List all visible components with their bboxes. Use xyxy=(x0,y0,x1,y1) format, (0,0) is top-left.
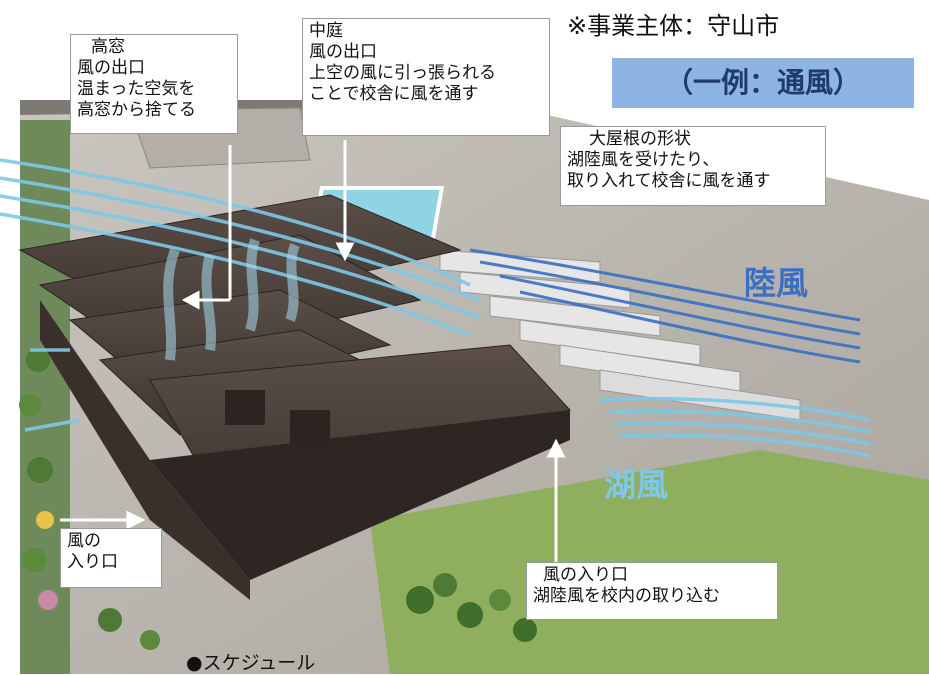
rising-air-plumes xyxy=(163,238,300,361)
pointer-arrows xyxy=(60,140,566,565)
callout-high-window: 高窓 風の出口 温まった空気を 高窓から捨てる xyxy=(70,34,238,134)
callout-inlet-left-line-2: 入り口 xyxy=(67,552,118,572)
schedule-heading: ●スケジュール xyxy=(186,652,316,674)
callout-high-window-line-1: 風の出口 xyxy=(77,58,145,78)
callout-courtyard-line-2: 上空の風に引っ張られる xyxy=(309,63,496,83)
lake-wind-label: 湖風 xyxy=(604,466,669,504)
callout-courtyard: 中庭 風の出口 上空の風に引っ張られる ことで校舎に風を通す xyxy=(302,18,550,136)
trees-left xyxy=(19,348,160,650)
callout-courtyard-line-3: ことで校舎に風を通す xyxy=(309,84,479,104)
callout-inlet-right-line-2: 湖陸風を校内の取り込む xyxy=(533,586,720,606)
land-wind-arrows xyxy=(469,248,861,364)
callout-inlet-left: 風の 入り口 xyxy=(60,528,162,588)
callout-inlet-right: 風の入り口 湖陸風を校内の取り込む xyxy=(526,562,778,620)
callout-roof-shape: 大屋根の形状 湖陸風を受けたり、 取り入れて校舎に風を通す xyxy=(560,126,826,206)
callout-roof-shape-line-2: 取り入れて校舎に風を通す xyxy=(567,171,771,191)
trees-right xyxy=(406,573,537,642)
callout-high-window-title: 高窓 xyxy=(91,37,125,57)
roof-vent-2 xyxy=(290,410,330,445)
callout-roof-shape-title: 大屋根の形状 xyxy=(589,129,691,149)
callout-roof-shape-line-1: 湖陸風を受けたり、 xyxy=(567,150,720,170)
callout-courtyard-line-1: 風の出口 xyxy=(309,42,377,62)
callout-high-window-line-2: 温まった空気を xyxy=(77,79,196,99)
lake-wind-arrows xyxy=(0,158,871,458)
land-wind-label: 陸風 xyxy=(744,264,809,302)
roof-vent-1 xyxy=(225,390,265,425)
callout-courtyard-title: 中庭 xyxy=(309,21,343,41)
main-roofs xyxy=(18,194,571,600)
callout-high-window-line-3: 高窓から捨てる xyxy=(77,100,196,120)
example-badge: （一例：通風） xyxy=(612,58,914,108)
callout-inlet-right-line-1: 風の入り口 xyxy=(543,565,628,585)
project-owner-note: ※事業主体：守山市 xyxy=(567,12,780,40)
callout-inlet-left-line-1: 風の xyxy=(67,531,101,551)
